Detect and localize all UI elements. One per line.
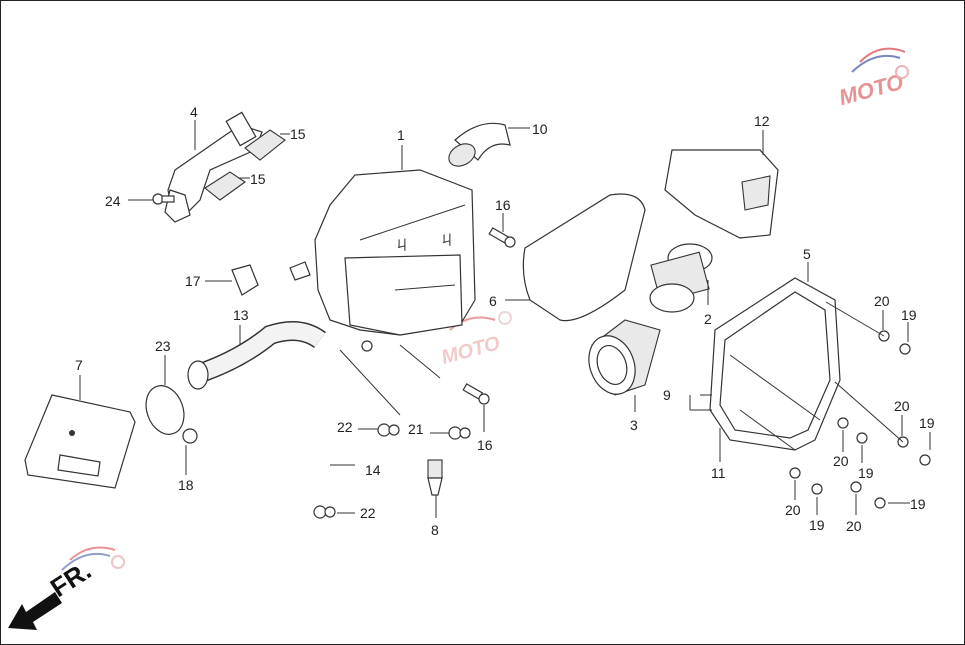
part-17-clip: [231, 264, 259, 296]
part-2-filter-element: [649, 243, 713, 313]
callout-1: 1: [397, 127, 405, 143]
callout-22-lower: 22: [360, 505, 376, 521]
callout-5: 5: [803, 246, 811, 262]
callout-23: 23: [155, 338, 171, 354]
callout-4: 4: [190, 104, 198, 120]
callout-15-lower: 15: [250, 171, 266, 187]
part-5-air-box-cover: [709, 277, 841, 451]
part-4-bracket: [164, 111, 263, 223]
part-19-screw-d: [811, 483, 823, 495]
callout-2: 2: [704, 311, 712, 327]
part-12-duct-cover: [664, 149, 779, 239]
callout-10: 10: [532, 121, 548, 137]
part-15-pad-upper: [244, 129, 286, 161]
callout-19-e: 19: [809, 517, 825, 533]
callout-8: 8: [431, 522, 439, 538]
leader-1-to-22: [339, 349, 401, 416]
part-7-mounting-plate: [24, 394, 136, 489]
part-24-screw-icon: [152, 193, 175, 205]
callout-20-e: 20: [846, 518, 862, 534]
leader-9-bracket: [689, 394, 712, 411]
part-22-o-rings-lower: [313, 505, 336, 519]
callout-20-c: 20: [833, 453, 849, 469]
callout-17: 17: [185, 273, 201, 289]
callout-21: 21: [408, 421, 424, 437]
svg-text:ㄐ: ㄐ: [440, 233, 454, 249]
callout-12: 12: [754, 113, 770, 129]
part-13-intake-tube: [187, 321, 326, 390]
part-20-washer-c: [837, 417, 849, 429]
part-20-washer-d: [789, 467, 801, 479]
part-14-hose: [271, 423, 387, 538]
part-20-washer-e: [850, 481, 862, 493]
callout-20-b: 20: [894, 398, 910, 414]
callout-15-upper: 15: [290, 126, 306, 142]
callout-6: 6: [489, 293, 497, 309]
callout-20-a: 20: [874, 293, 890, 309]
part-22-o-rings-upper: [377, 423, 400, 437]
callout-7: 7: [75, 357, 83, 373]
callout-24: 24: [105, 193, 121, 209]
callout-3: 3: [630, 417, 638, 433]
callout-19-b: 19: [919, 415, 935, 431]
callout-19-d: 19: [910, 496, 926, 512]
callout-labels: 1 2 3 4 5 6 7 8 9 10 11 12 13 14 15 15 1…: [75, 104, 935, 538]
part-3-filter-cone: [588, 319, 661, 396]
part-16-screw-lower: [462, 383, 490, 405]
svg-text:ㄐ: ㄐ: [395, 238, 409, 254]
part-23-hose-clamp: [145, 385, 185, 435]
part-19-screw-b: [919, 454, 931, 466]
part-15-pad-lower: [204, 171, 246, 201]
callout-9: 9: [663, 387, 671, 403]
part-18-clamp-screw: [182, 428, 198, 444]
callout-19-a: 19: [901, 307, 917, 323]
callout-16-lower: 16: [477, 437, 493, 453]
part-19-screw-a: [899, 343, 911, 355]
part-6-gasket: [522, 193, 646, 322]
callout-13: 13: [233, 307, 249, 323]
part-19-screw-c: [856, 432, 868, 444]
callout-11: 11: [711, 465, 726, 481]
part-19-screw-e: [874, 497, 886, 509]
callout-22-upper: 22: [337, 419, 353, 435]
moto-watermark-logo-top: MOTO: [836, 47, 909, 110]
part-1-air-box-housing: ㄐ ㄐ: [289, 169, 476, 352]
part-16-screw-upper: [488, 227, 516, 248]
part-10-intake-elbow: [448, 122, 511, 167]
callout-16-upper: 16: [495, 197, 511, 213]
moto-watermark-logo-bottom: [61, 546, 125, 571]
callout-20-d: 20: [785, 502, 801, 518]
svg-text:MOTO: MOTO: [439, 332, 503, 369]
part-8-breather-plug: [427, 459, 443, 496]
leader-lines: [79, 120, 931, 518]
callout-14: 14: [365, 462, 381, 478]
leader-1-to-21: [399, 344, 441, 379]
callout-19-c: 19: [858, 465, 874, 481]
callout-18: 18: [178, 477, 194, 493]
svg-text:MOTO: MOTO: [836, 69, 906, 110]
part-21-o-rings: [448, 426, 471, 440]
front-direction-arrow-icon: [8, 592, 62, 630]
